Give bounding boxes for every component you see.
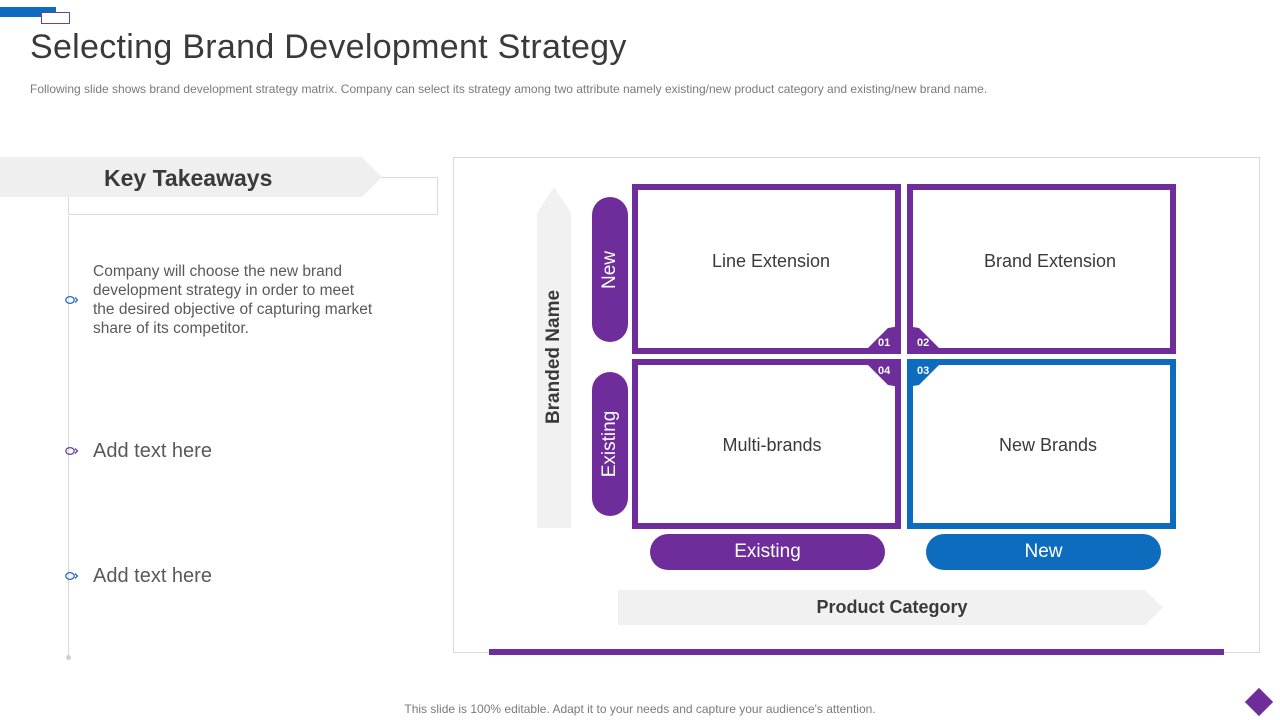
x-pill-new: New: [926, 534, 1161, 570]
quadrant-label-line-extension: Line Extension: [711, 251, 831, 271]
takeaways-timeline: [68, 216, 69, 656]
y-pill-new: [592, 197, 628, 342]
quadrant-number-02: 02: [917, 337, 930, 349]
x-axis-label: Product Category: [816, 597, 968, 617]
quadrant-label-brand-extension: Brand Extension: [983, 251, 1117, 271]
quadrant-brand-extension: [907, 184, 1176, 354]
quadrant-label-multi-brands: Multi-brands: [722, 435, 822, 455]
x-axis-arrow: [618, 590, 1163, 625]
takeaways-banner: [0, 157, 382, 197]
bullet-chevron-icon: [65, 295, 79, 305]
brand-bar-outline: [41, 12, 70, 24]
quadrant-line-extension: [632, 184, 901, 354]
y-pill-existing: [592, 372, 628, 516]
quadrant-new-brands: [907, 359, 1176, 529]
y-axis-label: Branded Name: [543, 289, 564, 425]
takeaway-item-2: Add text here: [93, 440, 212, 462]
y-pill-new-label: New: [599, 250, 620, 290]
quadrant-number-04: 04: [878, 365, 891, 377]
diamond-logo-icon: [1244, 687, 1274, 717]
y-pill-existing-label: Existing: [599, 410, 620, 478]
quadrant-multi-brands: [632, 359, 901, 529]
timeline-end-dot: [66, 655, 71, 660]
corner-tab-01: [862, 326, 900, 354]
takeaway-item-3: Add text here: [93, 565, 212, 587]
corner-tab-03: [907, 359, 945, 387]
page-title: Selecting Brand Development Strategy: [30, 28, 627, 66]
panel-accent-bar: [489, 649, 1224, 655]
quadrant-label-new-brands: New Brands: [998, 435, 1098, 455]
takeaways-heading: Key Takeaways: [104, 165, 273, 191]
bullet-chevron-icon: [65, 571, 79, 581]
corner-tab-04: [862, 359, 900, 387]
x-pill-new-label: New: [1024, 541, 1063, 562]
corner-tab-02: [907, 326, 945, 354]
x-pill-existing-label: Existing: [734, 541, 801, 562]
bullet-chevron-icon: [65, 446, 79, 456]
y-axis-arrow: [537, 187, 571, 528]
brand-bar-blue: [0, 7, 56, 17]
quadrant-number-01: 01: [878, 337, 891, 349]
quadrant-number-03: 03: [917, 365, 930, 377]
takeaway-item-1: Company will choose the new brand develo…: [93, 263, 373, 337]
x-pill-existing: Existing: [650, 534, 885, 570]
footer-note: This slide is 100% editable. Adapt it to…: [404, 702, 876, 716]
page-subtitle: Following slide shows brand development …: [30, 82, 988, 96]
